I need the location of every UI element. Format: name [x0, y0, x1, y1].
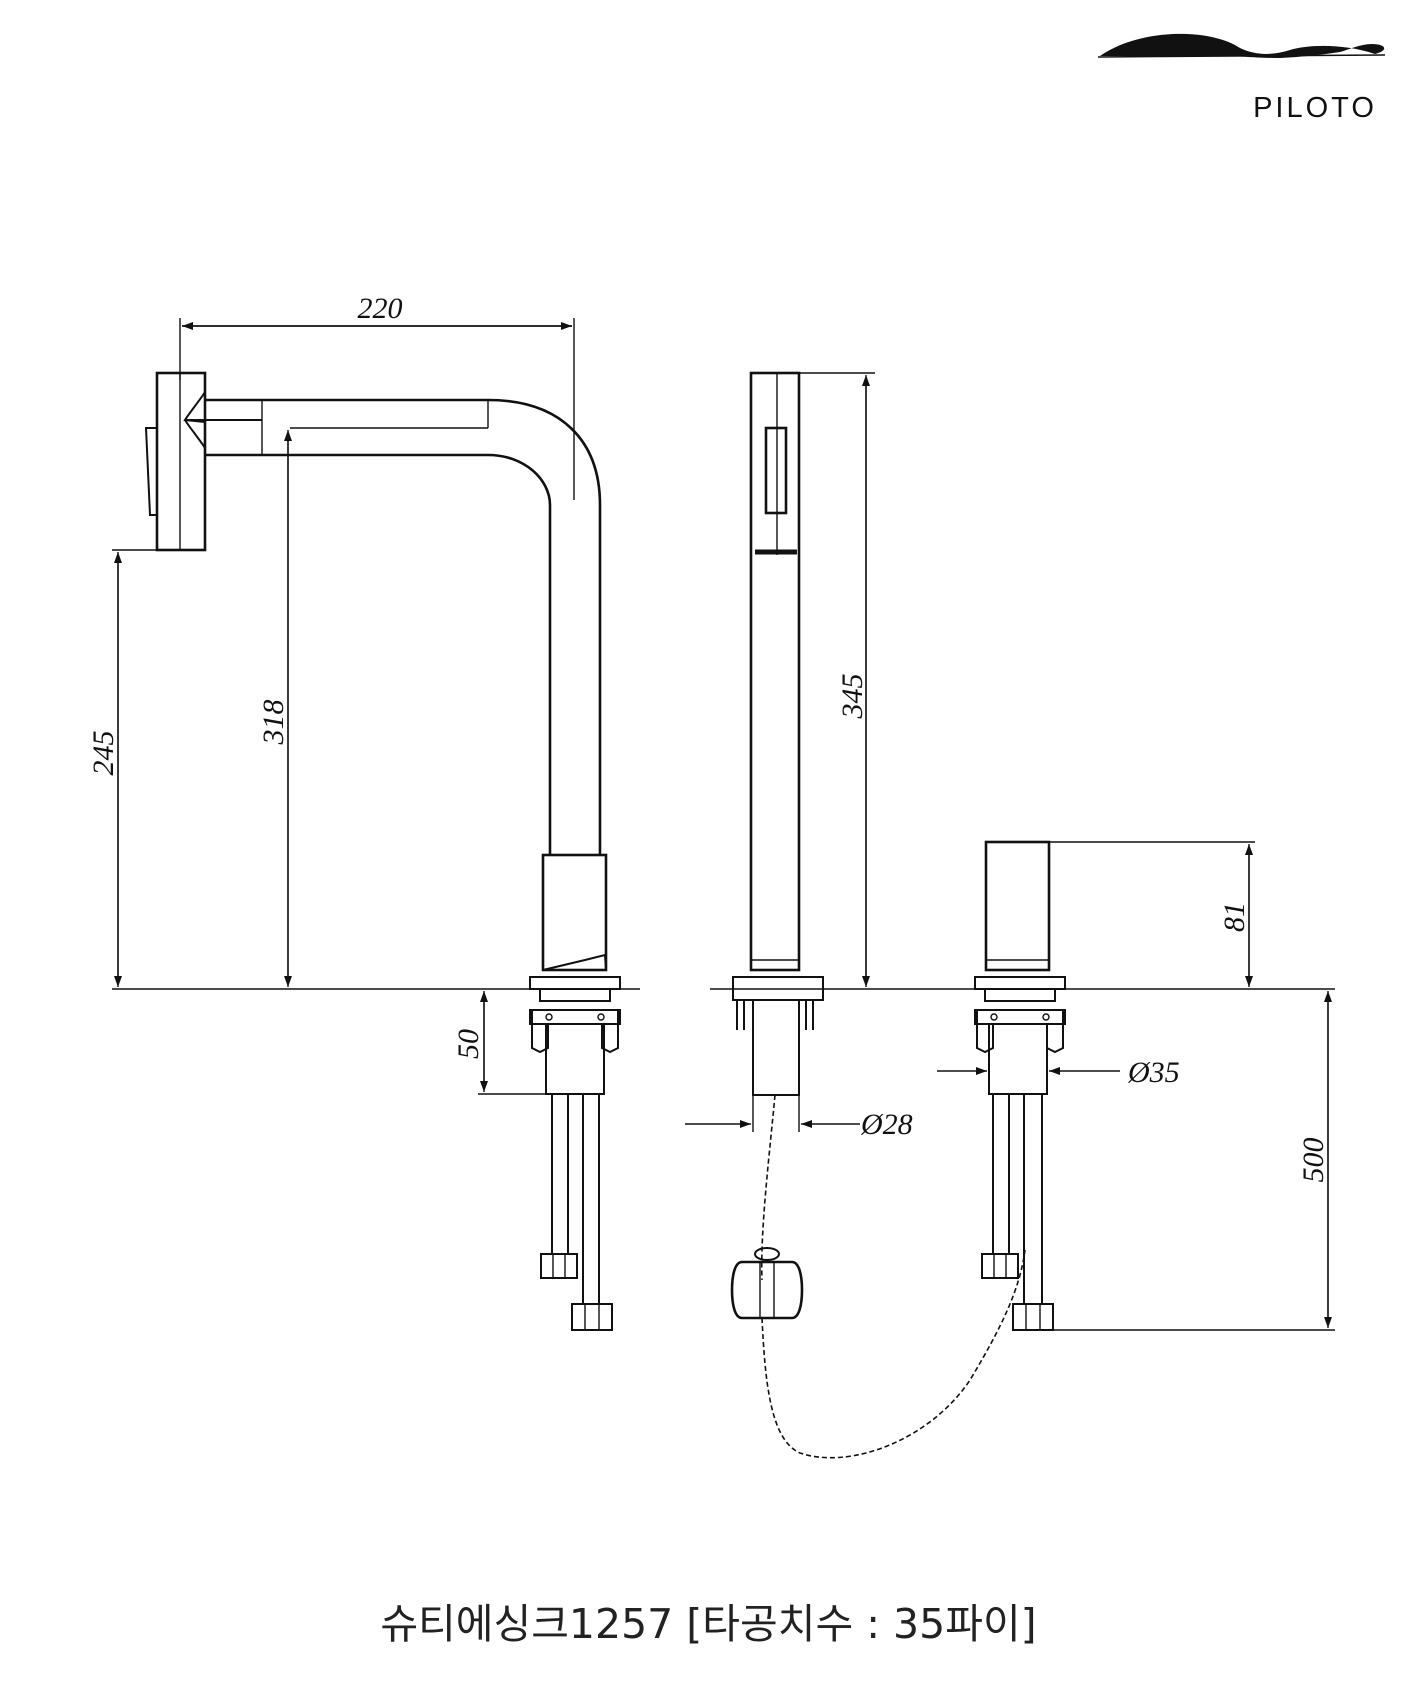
brand-wordmark: PILOTO: [1253, 92, 1377, 124]
product-caption: 슈티에싱크1257 [타공치수 : 35파이]: [380, 1600, 1037, 1648]
mixer-handle: [974, 840, 1335, 1331]
dim-hole-diameter: Ø35: [1127, 1056, 1180, 1089]
dim-reach: 220: [358, 292, 403, 325]
dim-sprayer-height: 345: [836, 674, 869, 720]
sprayer-holder: [730, 371, 1026, 1459]
main-faucet: [144, 371, 621, 1331]
piloto-logo: [1097, 33, 1386, 58]
dim-handle-height: 81: [1218, 902, 1251, 932]
dim-spout-height: 245: [87, 731, 120, 776]
dim-hose-length: 500: [1297, 1138, 1330, 1183]
dimension-lines: [112, 318, 1332, 1328]
dim-sprayer-diameter: Ø28: [860, 1108, 913, 1141]
dim-shank-length: 50: [452, 1029, 485, 1059]
dim-clearance: 318: [257, 700, 290, 746]
